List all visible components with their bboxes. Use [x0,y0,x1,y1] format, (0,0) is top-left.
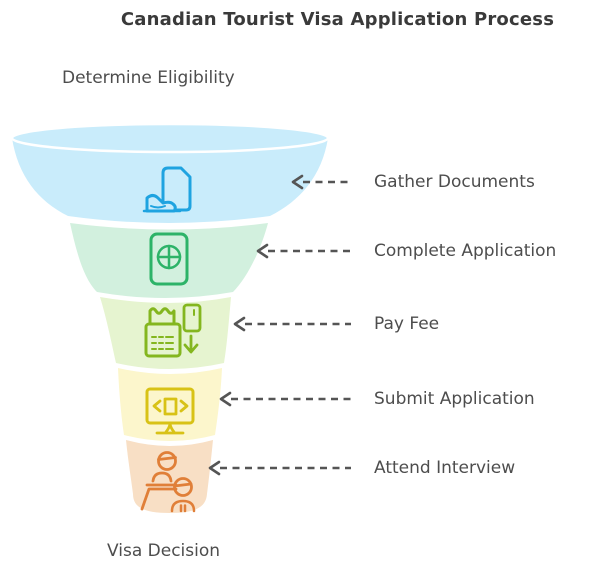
funnel-top-rim [10,122,330,154]
arrow-submit-application [219,391,351,407]
arrow-pay-fee [233,316,351,332]
arrow-attend-interview [208,460,351,476]
stage-label-submit-application: Submit Application [374,389,535,409]
payment-terminal-icon [144,303,202,358]
interview-people-icon [140,451,196,513]
stage-label-gather-documents: Gather Documents [374,172,535,192]
arrowhead-icon [208,460,221,476]
arrowhead-icon [256,243,269,259]
stage-label-pay-fee: Pay Fee [374,314,440,334]
funnel-segment-gather-documents [12,138,328,223]
diagram-title: Canadian Tourist Visa Application Proces… [120,9,555,30]
stage-label-complete-application: Complete Application [374,241,557,261]
arrowhead-icon [233,316,246,332]
funnel-segment-submit-application [118,368,222,441]
funnel-entry-label: Determine Eligibility [62,68,235,88]
document-in-hand-icon [142,166,192,213]
arrowhead-icon [219,391,232,407]
funnel-segment-pay-fee [100,297,231,369]
monitor-code-icon [145,387,195,435]
arrowhead-icon [291,174,304,190]
funnel-exit-label: Visa Decision [107,541,221,561]
stage-label-attend-interview: Attend Interview [374,458,516,478]
passport-icon [149,232,189,286]
arrow-complete-application [256,243,351,259]
arrow-gather-documents [291,174,351,190]
